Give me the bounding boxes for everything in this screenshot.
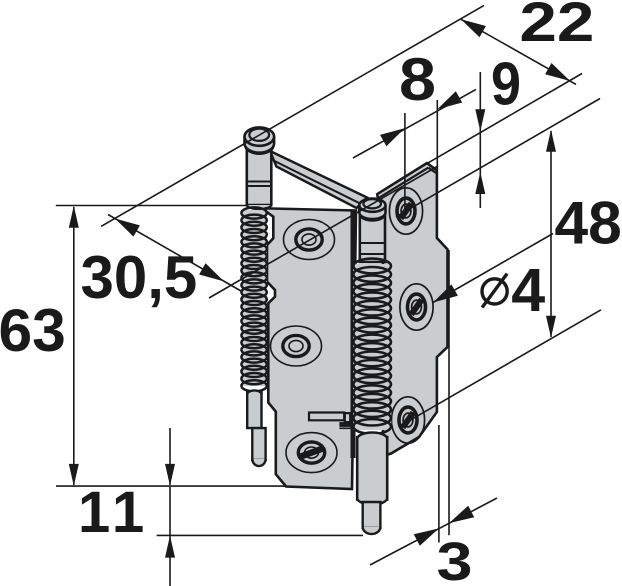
svg-text:8: 8 (399, 45, 436, 113)
svg-text:48: 48 (555, 188, 622, 256)
svg-text:11: 11 (78, 480, 149, 545)
svg-text:4: 4 (511, 256, 545, 324)
svg-text:63: 63 (0, 296, 66, 364)
svg-text:22: 22 (519, 0, 594, 53)
svg-text:30,5: 30,5 (81, 244, 198, 311)
svg-text:9: 9 (491, 50, 521, 118)
svg-text:3: 3 (437, 532, 473, 586)
